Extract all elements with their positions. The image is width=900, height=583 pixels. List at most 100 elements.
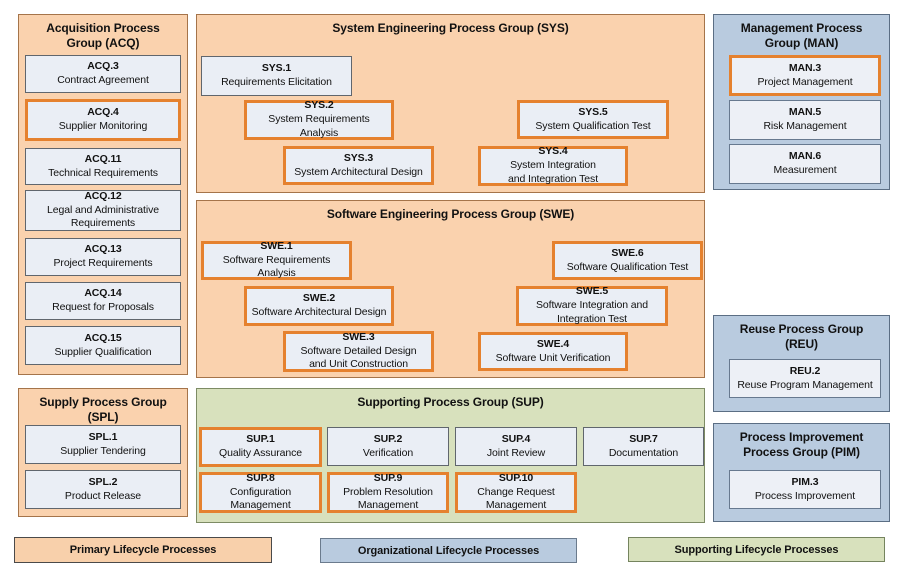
process-name: Software Unit Verification [495, 351, 611, 364]
group-acq: Acquisition Process Group (ACQ) ACQ.3 Co… [18, 14, 188, 375]
process-box-acq3: ACQ.3 Contract Agreement [25, 55, 181, 93]
process-box-man5: MAN.5 Risk Management [729, 100, 881, 140]
process-box-sys3: SYS.3 System Architectural Design [283, 146, 434, 185]
process-name: Quality Assurance [219, 447, 302, 459]
process-box-man3: MAN.3 Project Management [729, 55, 881, 96]
process-id: SUP.2 [373, 432, 403, 445]
group-sup: Supporting Process Group (SUP) SUP.1 Qua… [196, 388, 705, 523]
process-id: SYS.2 [304, 99, 334, 112]
process-id: ACQ.12 [84, 189, 122, 202]
group-reu: Reuse Process Group (REU) REU.2 Reuse Pr… [713, 315, 890, 412]
process-name: Documentation [608, 446, 679, 459]
process-box-sys5: SYS.5 System Qualification Test [517, 100, 669, 139]
process-box-acq11: ACQ.11 Technical Requirements [25, 148, 181, 185]
process-box-sup10: SUP.10 Change Request Management [455, 472, 577, 513]
process-id: SWE.1 [260, 239, 293, 252]
process-name: Technical Requirements [48, 166, 158, 179]
process-name: Software Architectural Design [251, 306, 387, 318]
process-box-swe1: SWE.1 Software Requirements Analysis [201, 239, 352, 280]
process-box-sup7: SUP.7 Documentation [583, 427, 704, 466]
process-box-acq4: ACQ.4 Supplier Monitoring [25, 99, 181, 141]
process-box-pim3: PIM.3 Process Improvement [729, 470, 881, 509]
process-id: MAN.3 [788, 61, 822, 74]
legend-supporting-lifecycle: Supporting Lifecycle Processes [628, 537, 885, 562]
process-name: Software Qualification Test [566, 260, 689, 273]
process-box-acq14: ACQ.14 Request for Proposals [25, 282, 181, 320]
process-id: SWE.3 [342, 330, 375, 343]
process-box-sup4: SUP.4 Joint Review [455, 427, 577, 466]
process-name: Problem Resolution Management [343, 485, 433, 512]
process-name: Software Integration and Integration Tes… [535, 299, 648, 325]
process-id: SUP.4 [501, 432, 531, 445]
process-name: Project Requirements [53, 257, 153, 269]
group-man: Management Process Group (MAN) MAN.3 Pro… [713, 14, 890, 190]
process-box-reu2: REU.2 Reuse Program Management [729, 359, 881, 398]
process-name: Supplier Monitoring [58, 120, 148, 132]
process-name: Supplier Tendering [60, 444, 146, 457]
process-id: MAN.5 [788, 106, 822, 119]
process-id: SYS.4 [538, 145, 568, 158]
process-id: SYS.3 [343, 151, 374, 164]
process-name: Change Request Management [477, 485, 555, 512]
process-id: SUP.8 [246, 471, 275, 484]
group-sys-title: System Engineering Process Group (SYS) [332, 21, 569, 35]
group-acq-title: Acquisition Process Group (ACQ) [46, 21, 160, 50]
group-spl: Supply Process Group (SPL) SPL.1 Supplie… [18, 388, 188, 517]
legend-organizational-lifecycle: Organizational Lifecycle Processes [320, 538, 577, 563]
process-box-acq12: ACQ.12 Legal and Administrative Requirem… [25, 190, 181, 231]
process-name: Software Requirements Analysis [222, 253, 331, 280]
process-name: Reuse Program Management [737, 378, 873, 391]
process-box-sys1: SYS.1 Requirements Elicitation [201, 56, 352, 96]
process-name: Legal and Administrative Requirements [46, 203, 159, 230]
process-box-swe5: SWE.5 Software Integration and Integrati… [516, 285, 668, 326]
process-name: System Qualification Test [535, 119, 651, 132]
process-name: System Architectural Design [294, 165, 423, 178]
process-id: SWE.6 [611, 246, 644, 259]
group-sys: System Engineering Process Group (SYS) S… [196, 14, 705, 193]
process-box-sup9: SUP.9 Problem Resolution Management [327, 472, 449, 513]
process-id: ACQ.15 [84, 331, 122, 344]
process-id: MAN.6 [788, 150, 822, 163]
process-id: SUP.10 [498, 471, 534, 484]
group-swe: Software Engineering Process Group (SWE)… [196, 200, 705, 378]
process-name: System Requirements Analysis [268, 113, 370, 139]
process-id: SYS.5 [578, 105, 608, 118]
process-id: SUP.1 [246, 433, 275, 446]
process-name: Process Improvement [754, 489, 856, 502]
process-name: Product Release [64, 489, 142, 502]
process-name: System Integration and Integration Test [507, 159, 599, 185]
group-swe-title: Software Engineering Process Group (SWE) [326, 207, 575, 221]
process-id: SPL.2 [88, 475, 118, 488]
process-id: SWE.5 [575, 285, 609, 298]
process-box-spl1: SPL.1 Supplier Tendering [25, 425, 181, 464]
process-id: ACQ.13 [84, 243, 122, 256]
process-id: ACQ.4 [87, 106, 119, 119]
process-box-acq13: ACQ.13 Project Requirements [25, 238, 181, 276]
process-name: Request for Proposals [52, 301, 154, 313]
process-box-sup1: SUP.1 Quality Assurance [199, 427, 322, 467]
process-name: Configuration Management [229, 485, 292, 512]
process-id: ACQ.3 [87, 60, 119, 73]
process-name: Measurement [773, 164, 837, 176]
process-name: Verification [362, 446, 414, 459]
process-id: SUP.9 [373, 471, 403, 484]
process-box-sys4: SYS.4 System Integration and Integration… [478, 145, 628, 186]
group-man-title: Management Process Group (MAN) [740, 21, 863, 50]
process-box-swe3: SWE.3 Software Detailed Design and Unit … [283, 331, 434, 372]
process-name: Supplier Qualification [54, 345, 152, 358]
process-id: SWE.4 [536, 337, 570, 350]
process-name: Project Management [757, 75, 853, 88]
process-id: SYS.1 [261, 62, 292, 75]
group-sup-title: Supporting Process Group (SUP) [357, 395, 544, 409]
group-pim-title: Process Improvement Process Group (PIM) [739, 430, 864, 459]
process-box-man6: MAN.6 Measurement [729, 144, 881, 184]
process-id: SUP.7 [629, 432, 658, 445]
process-id: SPL.1 [88, 430, 118, 443]
process-box-spl2: SPL.2 Product Release [25, 470, 181, 509]
process-box-swe4: SWE.4 Software Unit Verification [478, 332, 628, 371]
process-name: Risk Management [763, 120, 847, 132]
group-spl-title: Supply Process Group (SPL) [39, 395, 167, 424]
process-box-sup8: SUP.8 Configuration Management [199, 472, 322, 513]
process-box-swe2: SWE.2 Software Architectural Design [244, 286, 394, 326]
process-id: PIM.3 [791, 475, 819, 488]
